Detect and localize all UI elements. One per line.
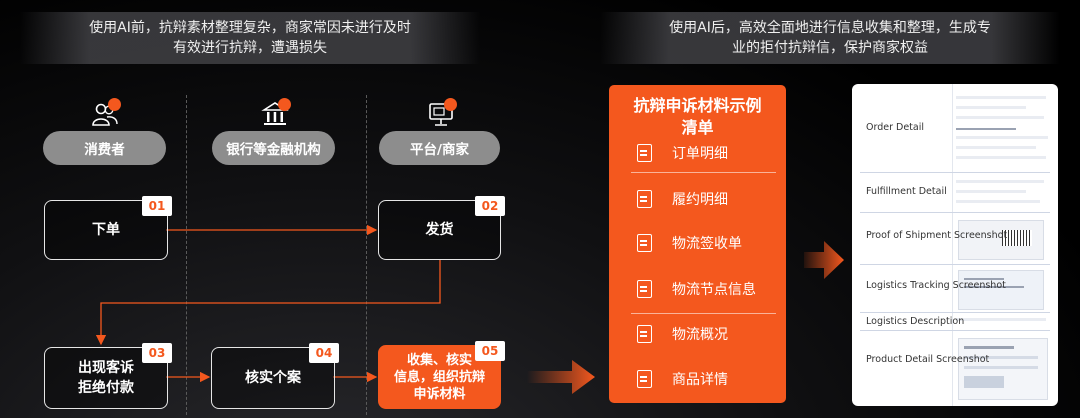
checklist-item: 履约明细 <box>637 187 728 211</box>
step-number: 03 <box>142 343 172 363</box>
arrow-right-icon <box>527 360 595 394</box>
doc-section-logistics-tracking: Logistics Tracking Screenshot <box>866 280 1006 291</box>
monitor-icon <box>427 98 457 128</box>
step-ship: 发货 02 <box>378 196 505 260</box>
doc-section-fulfillment-detail: Fulfillment Detail <box>866 186 947 197</box>
checklist-item: 物流节点信息 <box>637 277 756 301</box>
step-collect-materials: 收集、核实信息，组织抗辩申诉材料 05 <box>378 341 505 409</box>
before-ai-line2: 有效进行抗辩，遭遇损失 <box>173 40 327 56</box>
checklist-divider <box>631 313 776 314</box>
document-icon <box>637 370 652 388</box>
checklist-divider <box>631 172 776 173</box>
doc-section-order-detail: Order Detail <box>866 122 925 133</box>
lane-divider <box>186 95 187 415</box>
document-icon <box>637 190 652 208</box>
step-number: 01 <box>142 196 172 216</box>
after-ai-banner: 使用AI后，高效全面地进行信息收集和整理，生成专 业的拒付抗辩信，保护商家权益 <box>600 12 1060 64</box>
bank-icon <box>261 98 291 128</box>
doc-divider <box>860 330 1050 331</box>
step-number: 02 <box>475 196 505 216</box>
step-number: 04 <box>309 343 339 363</box>
document-icon <box>637 144 652 162</box>
materials-checklist: 抗辩申诉材料示例 清单 订单明细 履约明细 物流签收单 物流节点信息 物流概况 … <box>609 85 786 403</box>
checklist-item: 物流概况 <box>637 322 728 346</box>
doc-divider <box>860 172 1050 173</box>
document-icon <box>637 325 652 343</box>
doc-section-product-detail: Product Detail Screenshot <box>866 354 990 365</box>
checklist-item: 物流签收单 <box>637 231 742 255</box>
doc-section-proof-of-shipment: Proof of Shipment Screenshot <box>866 230 1008 241</box>
actor-merchant: 平台/商家 <box>379 131 500 165</box>
lane-divider <box>366 95 367 415</box>
actor-bank: 银行等金融机构 <box>212 131 335 165</box>
doc-divider <box>860 264 1050 265</box>
actor-consumer: 消费者 <box>43 131 166 165</box>
before-ai-line1: 使用AI前，抗辩素材整理复杂，商家常因未进行及时 <box>89 20 411 36</box>
doc-divider <box>860 312 1050 313</box>
before-ai-banner: 使用AI前，抗辩素材整理复杂，商家常因未进行及时 有效进行抗辩，遭遇损失 <box>20 12 480 64</box>
doc-column-divider <box>952 84 953 406</box>
step-complaint: 出现客诉拒绝付款 03 <box>44 343 172 409</box>
checklist-item: 商品详情 <box>637 367 728 391</box>
doc-divider <box>860 212 1050 213</box>
after-ai-line1: 使用AI后，高效全面地进行信息收集和整理，生成专 <box>669 20 991 36</box>
chargeback-letter-preview: Order Detail Fulfillment Detail Proof of… <box>852 84 1058 406</box>
after-ai-line2: 业的拒付抗辩信，保护商家权益 <box>732 40 928 56</box>
document-icon <box>637 234 652 252</box>
users-icon <box>91 98 121 128</box>
document-icon <box>637 280 652 298</box>
checklist-item: 订单明细 <box>637 141 728 165</box>
doc-section-logistics-description: Logistics Description <box>866 316 965 327</box>
arrow-right-icon <box>804 241 844 279</box>
checklist-title: 抗辩申诉材料示例 清单 <box>633 96 762 137</box>
step-number: 05 <box>475 341 505 361</box>
step-place-order: 下单 01 <box>44 196 172 260</box>
step-verify-case: 核实个案 04 <box>211 343 339 409</box>
